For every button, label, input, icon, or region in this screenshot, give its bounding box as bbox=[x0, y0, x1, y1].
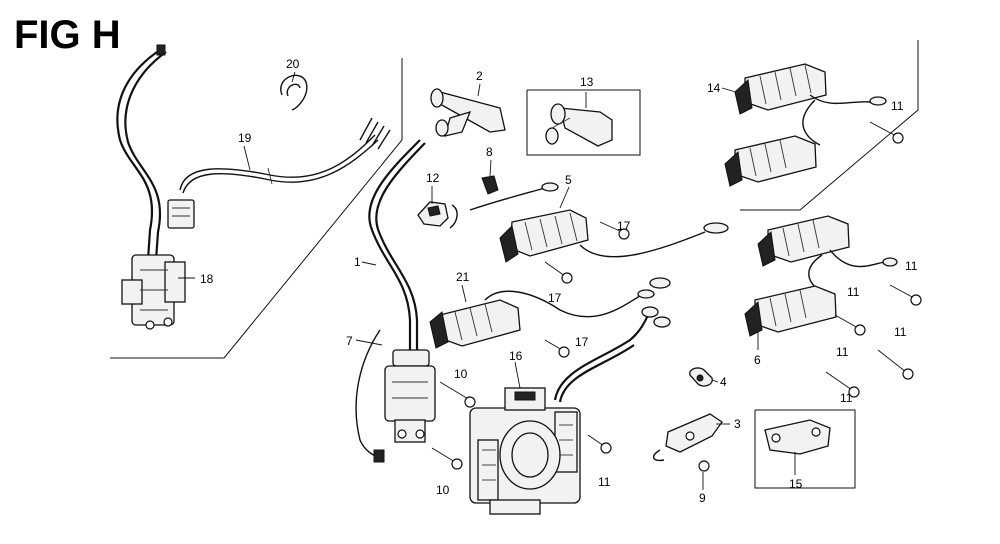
callout-11g: 11 bbox=[840, 391, 853, 405]
callout-14: 14 bbox=[707, 81, 721, 95]
callout-17b: 17 bbox=[548, 291, 562, 305]
part-16-stator bbox=[469, 306, 671, 515]
callout-18: 18 bbox=[200, 272, 214, 286]
callout-4: 4 bbox=[720, 375, 727, 389]
callout-7: 7 bbox=[346, 334, 353, 348]
figure-title: FIG H bbox=[14, 13, 121, 57]
callout-3: 3 bbox=[734, 417, 741, 431]
part-19-harness bbox=[167, 117, 391, 229]
callout-19: 19 bbox=[238, 131, 252, 145]
part-14-coils bbox=[724, 63, 887, 187]
callout-17a: 17 bbox=[617, 219, 631, 233]
callout-10b: 10 bbox=[436, 483, 450, 497]
part-18-coil-unit bbox=[116, 44, 186, 330]
callout-leaders bbox=[178, 71, 796, 490]
callout-12: 12 bbox=[426, 171, 440, 185]
part-8-clip bbox=[481, 175, 499, 195]
part-2-plug-cap bbox=[430, 88, 506, 137]
callout-21: 21 bbox=[456, 270, 470, 284]
callout-11e: 11 bbox=[894, 325, 907, 339]
callout-9: 9 bbox=[699, 491, 706, 505]
part-6-coils bbox=[744, 215, 898, 337]
callout-17c: 17 bbox=[575, 335, 589, 349]
part-5-charge-coil bbox=[469, 182, 729, 263]
callout-16: 16 bbox=[509, 349, 523, 363]
callout-11c: 11 bbox=[905, 259, 918, 273]
part-3-bracket bbox=[653, 413, 723, 462]
callout-2: 2 bbox=[476, 69, 483, 83]
callout-11d: 11 bbox=[847, 285, 860, 299]
part-12-bracket bbox=[417, 201, 458, 229]
callout-13: 13 bbox=[580, 75, 594, 89]
callout-10a: 10 bbox=[454, 367, 468, 381]
callout-15: 15 bbox=[789, 477, 803, 491]
part-13-plug-cap bbox=[545, 103, 613, 147]
bolts bbox=[431, 121, 922, 472]
part-15-bracket bbox=[764, 419, 831, 455]
part-1-ignition-coil bbox=[355, 139, 436, 463]
callout-20: 20 bbox=[286, 57, 300, 71]
callout-1: 1 bbox=[354, 255, 361, 269]
subassembly-frames bbox=[110, 40, 919, 489]
callout-5: 5 bbox=[565, 173, 572, 187]
callout-11f: 11 bbox=[836, 345, 849, 359]
callout-11a: 11 bbox=[598, 475, 611, 489]
part-4-clamp bbox=[689, 367, 713, 387]
callout-6: 6 bbox=[754, 353, 761, 367]
part-20-clip bbox=[280, 74, 308, 111]
part-21-coil bbox=[429, 277, 671, 349]
callout-numbers: 20 19 18 1 7 2 13 8 12 5 17 17 21 17 16 … bbox=[200, 57, 918, 505]
callout-8: 8 bbox=[486, 145, 493, 159]
callout-11b: 11 bbox=[891, 99, 904, 113]
